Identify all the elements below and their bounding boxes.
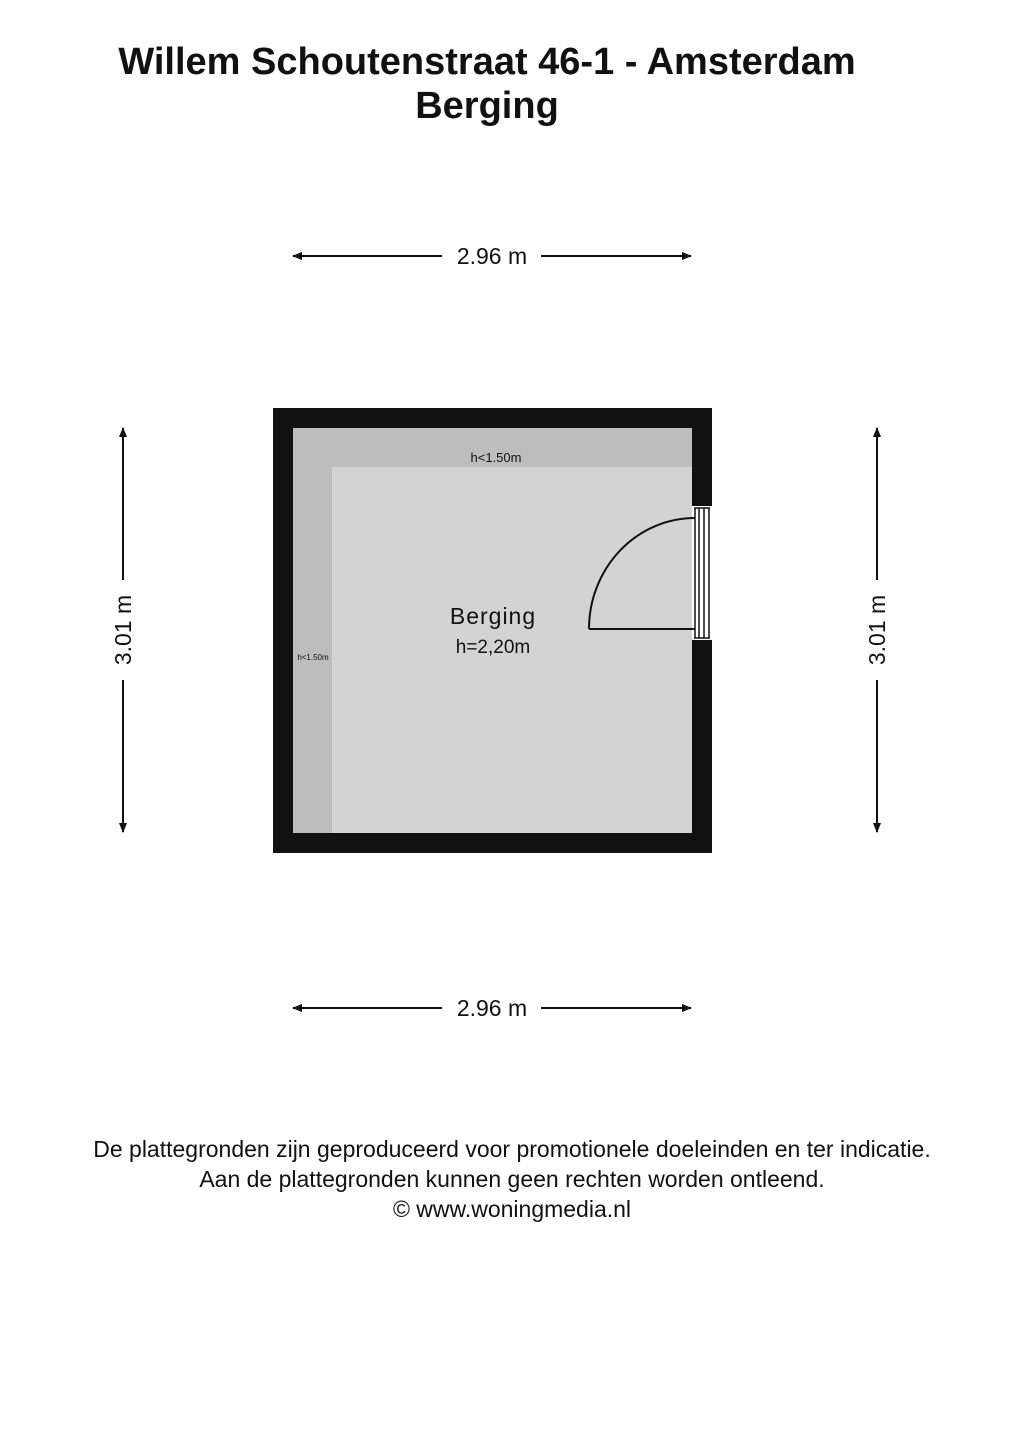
page-title: Willem Schoutenstraat 46-1 - Amsterdam xyxy=(118,41,856,83)
door-frame xyxy=(694,507,710,639)
dimension-bottom-label: 2.96 m xyxy=(457,995,527,1021)
dimension-top: 2.96 m xyxy=(292,243,692,269)
low-ceiling-label-left: h<1.50m xyxy=(297,653,329,662)
disclaimer-line: Aan de plattegronden kunnen geen rechten… xyxy=(199,1166,825,1192)
dimension-left-label: 3.01 m xyxy=(110,595,136,665)
room-berging: Berging h=2,20m h<1.50m h<1.50m xyxy=(273,408,712,853)
dimension-left: 3.01 m xyxy=(110,427,136,833)
dimension-right: 3.01 m xyxy=(864,427,890,833)
dimension-right-label: 3.01 m xyxy=(864,595,890,665)
room-height-label: h=2,20m xyxy=(456,637,530,658)
dimension-bottom: 2.96 m xyxy=(292,995,692,1021)
copyright-text: © www.woningmedia.nl xyxy=(392,1196,632,1222)
door-opening xyxy=(692,506,712,640)
disclaimer: De plattegronden zijn geproduceerd voor … xyxy=(0,1134,1024,1224)
room-name-label: Berging xyxy=(450,603,536,629)
floor-title: Berging xyxy=(415,85,559,127)
dimension-top-label: 2.96 m xyxy=(457,243,527,269)
door-swing xyxy=(588,517,696,630)
disclaimer-line: De plattegronden zijn geproduceerd voor … xyxy=(93,1136,931,1162)
room-floor xyxy=(332,467,692,833)
low-ceiling-label-top: h<1.50m xyxy=(471,450,522,465)
